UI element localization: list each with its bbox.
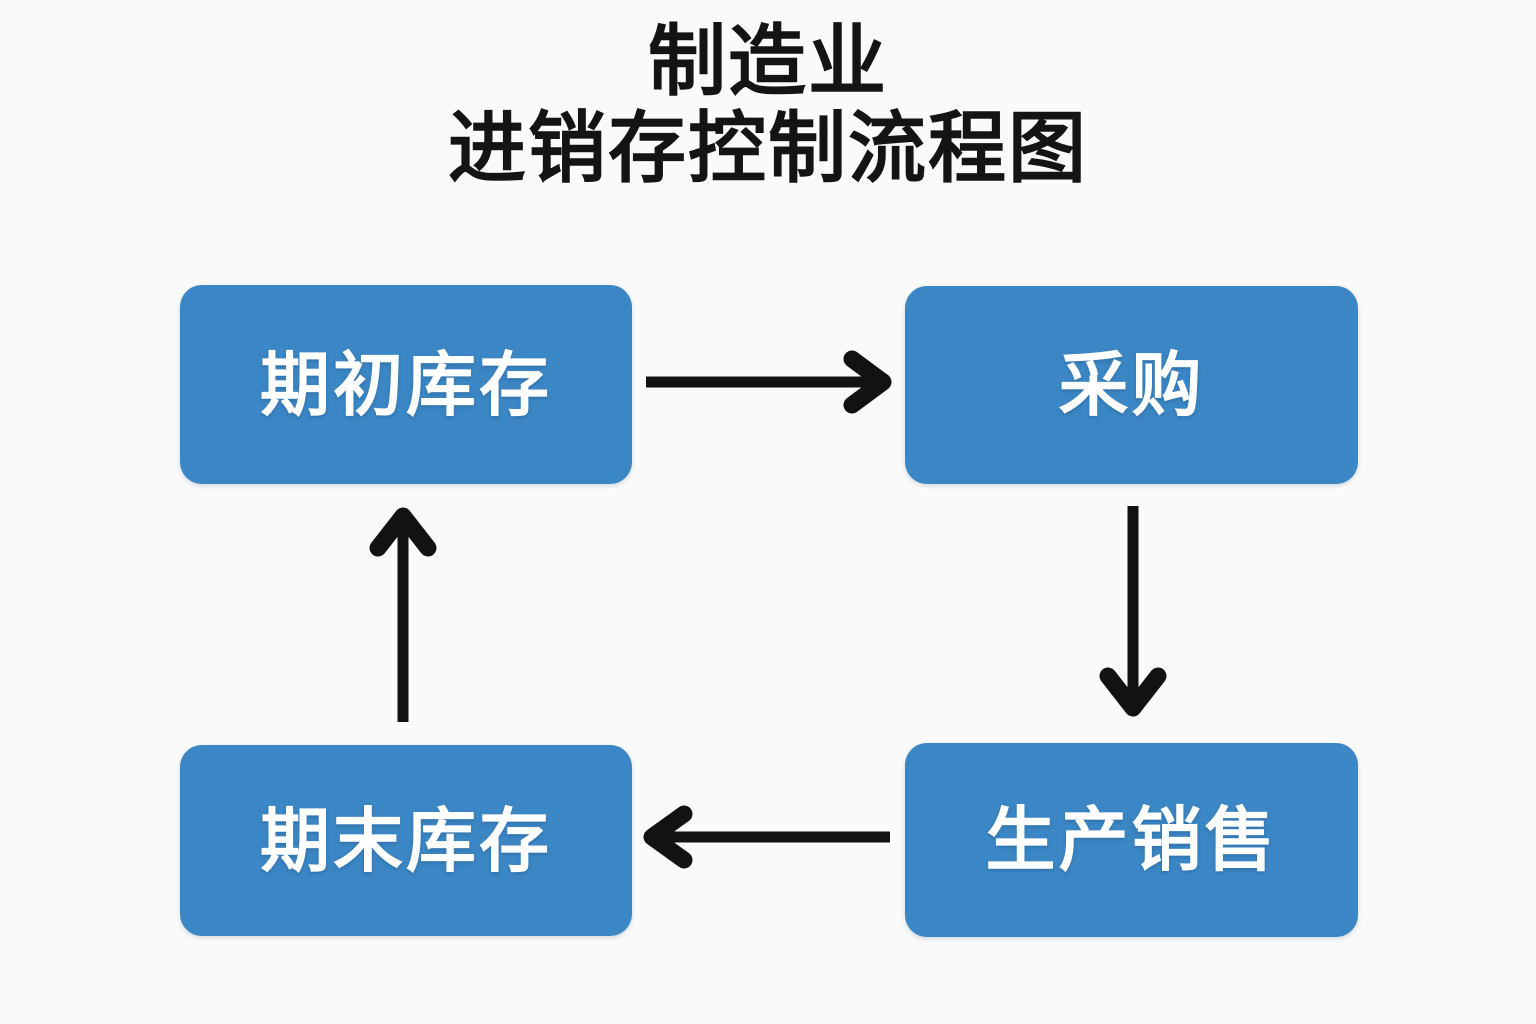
arrow-right-icon <box>646 350 892 414</box>
node-production-sales[interactable]: 生产销售 <box>905 743 1358 937</box>
node-purchasing[interactable]: 采购 <box>905 286 1358 484</box>
node-ending-inventory[interactable]: 期末库存 <box>180 745 632 936</box>
arrow-up-icon <box>369 507 437 722</box>
title-line-1: 制造业 <box>647 17 888 105</box>
node-beginning-inventory[interactable]: 期初库存 <box>180 285 632 484</box>
node-purchasing-label: 采购 <box>1058 346 1205 424</box>
arrow-down-icon <box>1099 506 1167 717</box>
diagram-title: 制造业 进销存控制流程图 <box>0 17 1536 193</box>
title-line-2: 进销存控制流程图 <box>447 104 1088 193</box>
node-production-sales-label: 生产销售 <box>985 801 1278 879</box>
node-ending-inventory-label: 期末库存 <box>260 801 552 880</box>
arrow-left-icon <box>643 805 890 869</box>
node-beginning-inventory-label: 期初库存 <box>260 345 552 424</box>
